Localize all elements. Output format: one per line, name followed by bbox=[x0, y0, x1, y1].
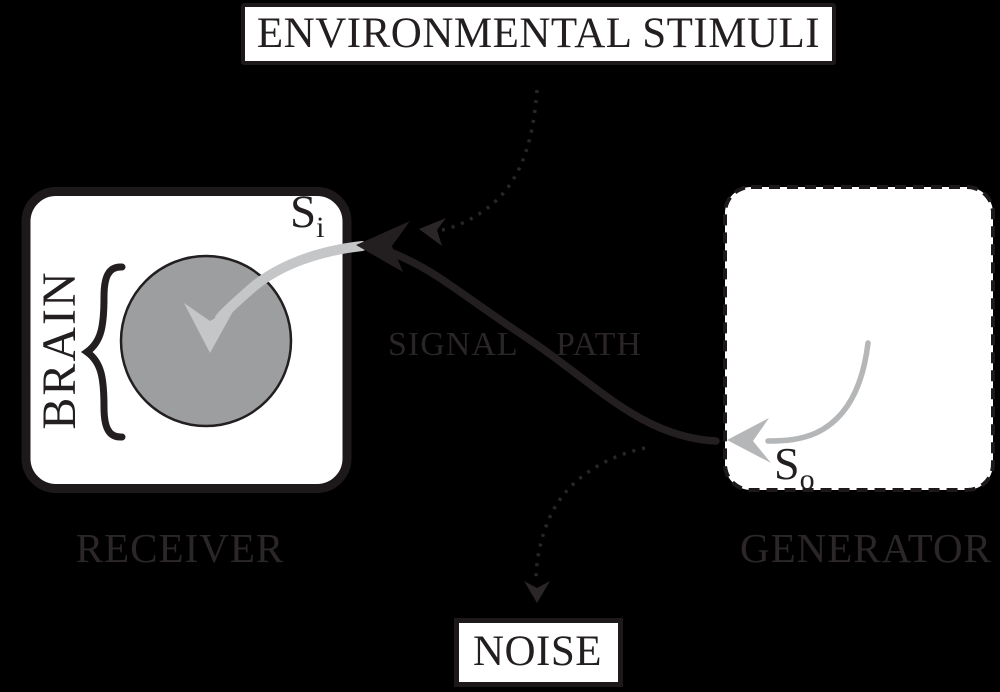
noise-box bbox=[454, 618, 623, 687]
signal-in-sub: i bbox=[316, 211, 325, 244]
signal-out-base: S bbox=[774, 438, 800, 489]
signal-path-word-right: PATH bbox=[556, 326, 642, 363]
brain-input-arrow bbox=[215, 241, 367, 323]
generator-box bbox=[723, 185, 995, 492]
signal-path-arrow bbox=[384, 247, 720, 445]
brain-brace bbox=[80, 263, 126, 441]
generator-output-arrowhead-icon bbox=[727, 418, 771, 463]
signal-path-word-left: SIGNAL bbox=[388, 326, 519, 363]
generator-caption: GENERATOR bbox=[740, 525, 992, 571]
signal-in-base: S bbox=[290, 186, 317, 238]
receiver-caption: RECEIVER bbox=[75, 525, 285, 571]
stimuli-arrowhead-icon bbox=[419, 218, 446, 246]
signal-out-sub: o bbox=[799, 463, 815, 496]
stimuli-dotted-arrow bbox=[435, 89, 539, 233]
signal-out-label: So bbox=[774, 438, 815, 495]
brain-label: BRAIN bbox=[33, 270, 86, 430]
signal-path-arrowhead-icon bbox=[356, 221, 410, 272]
environmental-stimuli-box bbox=[241, 3, 836, 65]
noise-dotted-arrow bbox=[534, 446, 646, 582]
brain-input-arrowhead-icon bbox=[184, 303, 236, 353]
noise-arrowhead-icon bbox=[524, 581, 550, 603]
environmental-stimuli-label: ENVIRONMENTAL STIMULI bbox=[256, 10, 821, 57]
generator-output-arrow bbox=[765, 340, 871, 444]
noise-label: NOISE bbox=[472, 628, 603, 675]
signal-in-label: Si bbox=[290, 186, 324, 243]
